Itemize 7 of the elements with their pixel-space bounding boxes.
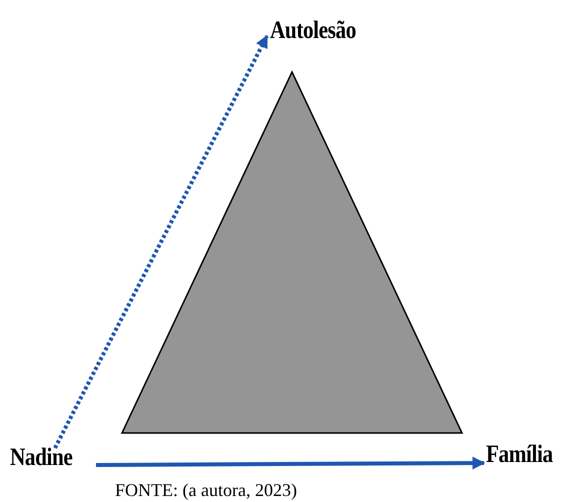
arrow [53, 34, 269, 449]
triangle-shape [120, 70, 464, 434]
node-label: Família [486, 440, 553, 470]
node-label: Nadine [10, 443, 72, 473]
arrow [96, 456, 486, 470]
node-label: Autolesão [270, 16, 356, 46]
caption: FONTE: (a autora, 2023) [115, 480, 297, 500]
